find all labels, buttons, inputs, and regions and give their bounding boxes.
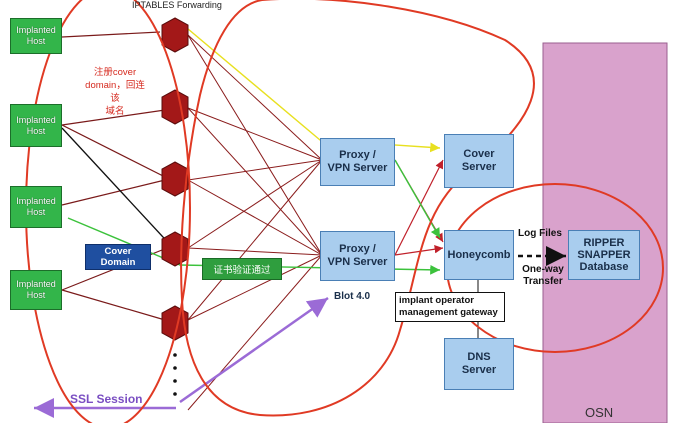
one-way-transfer-label: One-way Transfer xyxy=(522,264,564,287)
log-files-label: Log Files xyxy=(518,228,562,239)
hexagon-proxy-mesh xyxy=(187,34,323,411)
router-hexagon xyxy=(161,231,189,267)
implanted-host-3[interactable]: Implanted Host xyxy=(10,186,62,228)
yellow-cover-route xyxy=(174,17,441,153)
proxy-vpn-server-1[interactable]: Proxy / VPN Server xyxy=(320,138,395,186)
implanted-host-1[interactable]: Implanted Host xyxy=(10,18,62,54)
cover-domain-badge[interactable]: Cover Domain xyxy=(85,244,151,270)
osn-label: OSN xyxy=(585,405,614,420)
cover-server[interactable]: Cover Server xyxy=(444,134,514,188)
operator-gateway-box[interactable]: implant operator management gateway xyxy=(395,292,505,322)
ripper-snapper-database[interactable]: RIPPER SNAPPER Database xyxy=(568,230,640,280)
dns-server[interactable]: DNS Server xyxy=(444,338,514,390)
honeycomb-server[interactable]: Honeycomb xyxy=(444,230,514,280)
proxy-to-server-arrows xyxy=(394,159,444,256)
implanted-host-4[interactable]: Implanted Host xyxy=(10,270,62,310)
proxy-vpn-server-2[interactable]: Proxy / VPN Server xyxy=(320,231,395,281)
continuation-dots xyxy=(173,353,177,396)
implanted-host-2[interactable]: Implanted Host xyxy=(10,104,62,147)
host-black-line xyxy=(61,127,176,251)
iptables-forwarding-label: IPTABLES Forwarding xyxy=(132,0,222,10)
router-hexagon xyxy=(161,89,189,125)
proxy-group-outline xyxy=(180,0,535,417)
ssl-session-label: SSL Session xyxy=(70,392,143,406)
blot-label: Blot 4.0 xyxy=(334,291,371,302)
register-cover-domain-annotation: 注册cover domain，回连该 域名 xyxy=(85,67,145,117)
router-hexagon xyxy=(161,305,189,341)
certificate-verified-badge[interactable]: 证书验证通过 xyxy=(202,258,282,280)
router-hexagon xyxy=(161,17,189,53)
